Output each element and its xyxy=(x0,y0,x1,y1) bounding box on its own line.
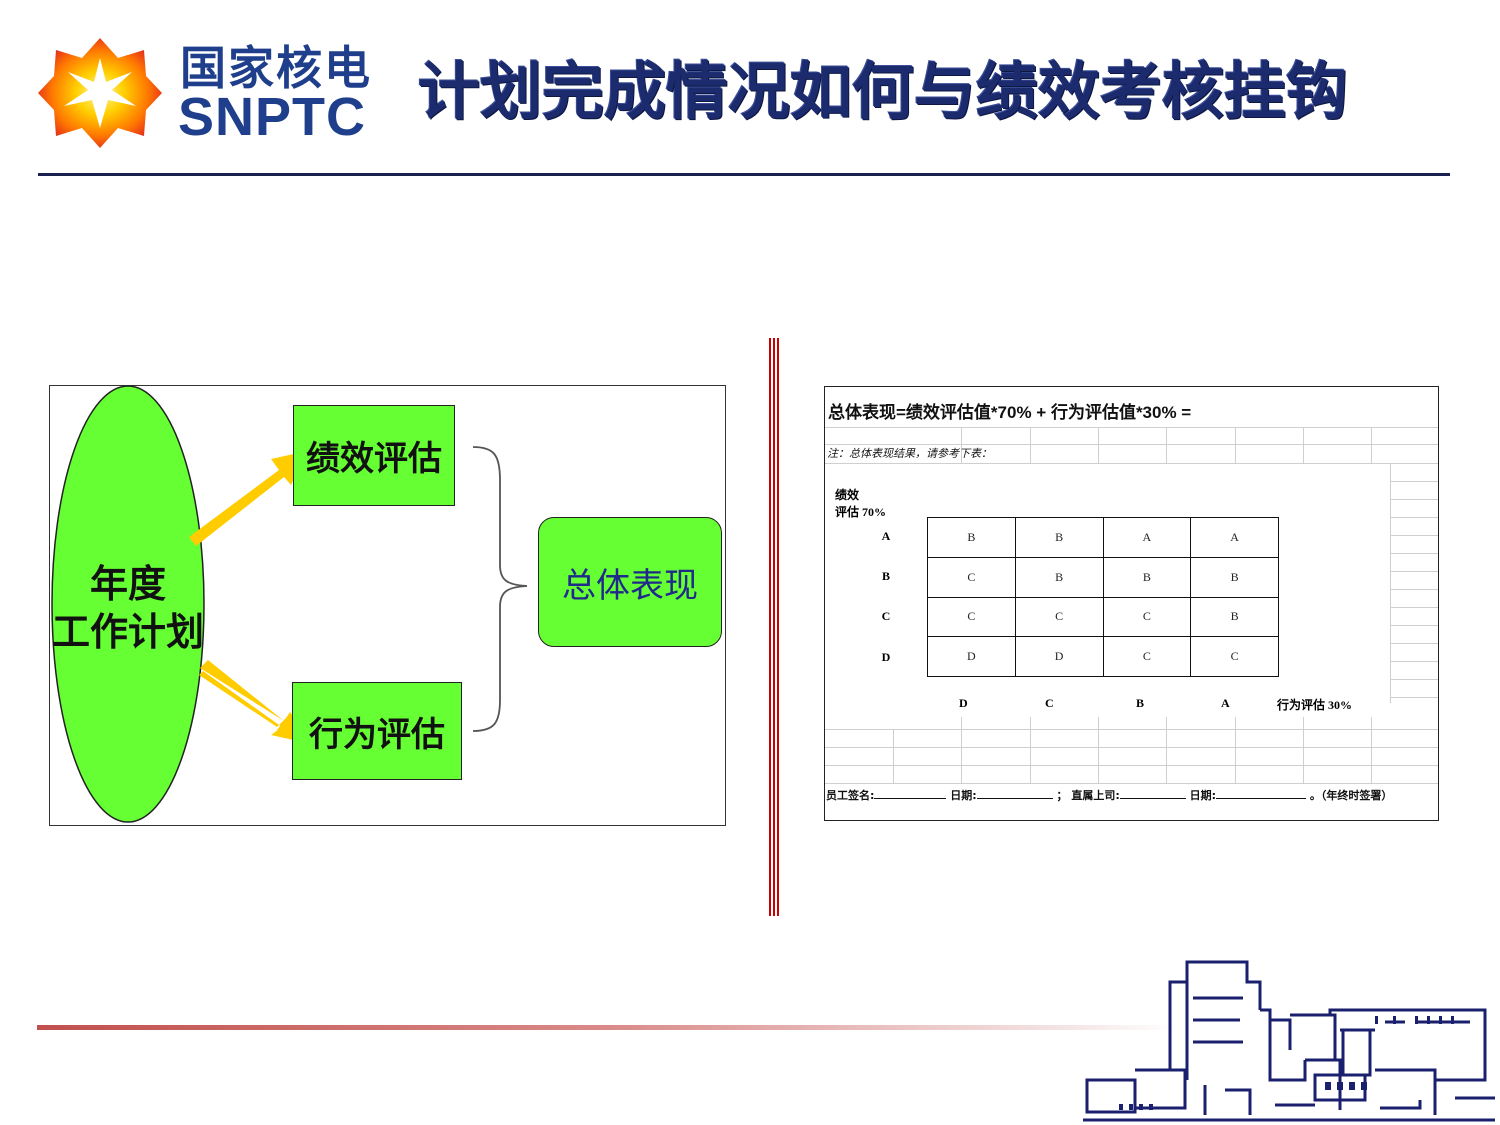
row-label: C xyxy=(881,609,891,623)
performance-axis-label-2: 评估 70% xyxy=(835,505,887,519)
supervisor-sign-blank[interactable] xyxy=(1119,788,1186,799)
matrix-row: C C C B xyxy=(927,596,1279,638)
matrix-cell: A xyxy=(1102,517,1192,558)
matrix-cell: C xyxy=(927,596,1016,638)
annual-plan-line1: 年度 xyxy=(89,562,166,606)
date-blank[interactable] xyxy=(1216,788,1306,799)
matrix-cell: A xyxy=(1190,517,1279,558)
matrix-row: C B B B xyxy=(927,556,1279,598)
annual-plan-ellipse xyxy=(51,385,205,823)
arrow-to-performance xyxy=(189,451,307,546)
sign-tail: 。（年终时签署） xyxy=(1309,789,1393,802)
date-blank[interactable] xyxy=(976,788,1053,799)
matrix-cell: B xyxy=(1014,517,1104,558)
matrix-cell: C xyxy=(1102,596,1192,638)
matrix-cell: D xyxy=(1014,636,1104,677)
matrix-cell: C xyxy=(1102,636,1192,677)
logo-english-text: SNPTC xyxy=(178,87,367,147)
supervisor-sign-label: 直属上司: xyxy=(1071,789,1120,802)
performance-axis-label-1: 绩效 xyxy=(835,488,860,502)
column-label: B xyxy=(1136,696,1145,710)
vertical-divider xyxy=(769,338,779,916)
employee-sign-blank[interactable] xyxy=(874,788,947,799)
overall-box: 总体表现 xyxy=(538,517,722,647)
performance-box: 绩效评估 xyxy=(293,405,455,506)
employee-sign-label: 员工签名: xyxy=(826,789,875,802)
row-label: B xyxy=(881,569,890,583)
matrix-row: D D C C xyxy=(927,636,1279,677)
footer-divider xyxy=(37,1025,1177,1030)
power-plant-illustration-icon xyxy=(1083,960,1495,1122)
header-divider xyxy=(38,173,1450,176)
brace xyxy=(472,446,528,732)
signature-line: 员工签名: 日期: ； 直属上司: 日期: 。（年终时签署） xyxy=(826,787,1392,803)
arrow-to-behavior xyxy=(199,660,307,743)
behavior-axis-label: 行为评估 30% xyxy=(1277,698,1353,712)
annual-plan-line2: 工作计划 xyxy=(52,610,205,654)
behavior-box: 行为评估 xyxy=(292,682,462,780)
matrix-cell: B xyxy=(927,517,1016,558)
slide-title: 计划完成情况如何与绩效考核挂钩 xyxy=(418,55,1349,128)
matrix-cell: C xyxy=(927,556,1016,598)
separator: ； xyxy=(1056,789,1068,802)
matrix-cell: D xyxy=(927,636,1016,677)
row-label: D xyxy=(881,650,891,664)
matrix-cell: B xyxy=(1102,556,1192,598)
note-text: 注：总体表现结果，请参考下表： xyxy=(827,447,992,460)
matrix-cell: C xyxy=(1190,636,1279,677)
logo-chinese-text: 国家核电 xyxy=(180,41,372,95)
matrix-cell: C xyxy=(1014,596,1104,638)
date-label: 日期: xyxy=(1189,789,1216,802)
column-label: D xyxy=(959,696,968,710)
diagram-graphics xyxy=(51,385,528,823)
annual-plan-label: 年度 工作计划 xyxy=(52,560,204,656)
snptc-logo-icon xyxy=(38,38,162,148)
matrix-cell: B xyxy=(1190,556,1279,598)
row-label: A xyxy=(881,529,891,543)
column-label: A xyxy=(1221,696,1230,710)
matrix-row: B B A A xyxy=(927,517,1279,558)
column-label: C xyxy=(1045,696,1054,710)
rating-matrix: B B A A C B B B C C C B D D C C xyxy=(927,517,1279,677)
matrix-cell: B xyxy=(1014,556,1104,598)
matrix-cell: B xyxy=(1190,596,1279,638)
date-label: 日期: xyxy=(950,789,977,802)
formula-text: 总体表现=绩效评估值*70% + 行为评估值*30% = xyxy=(828,403,1192,422)
